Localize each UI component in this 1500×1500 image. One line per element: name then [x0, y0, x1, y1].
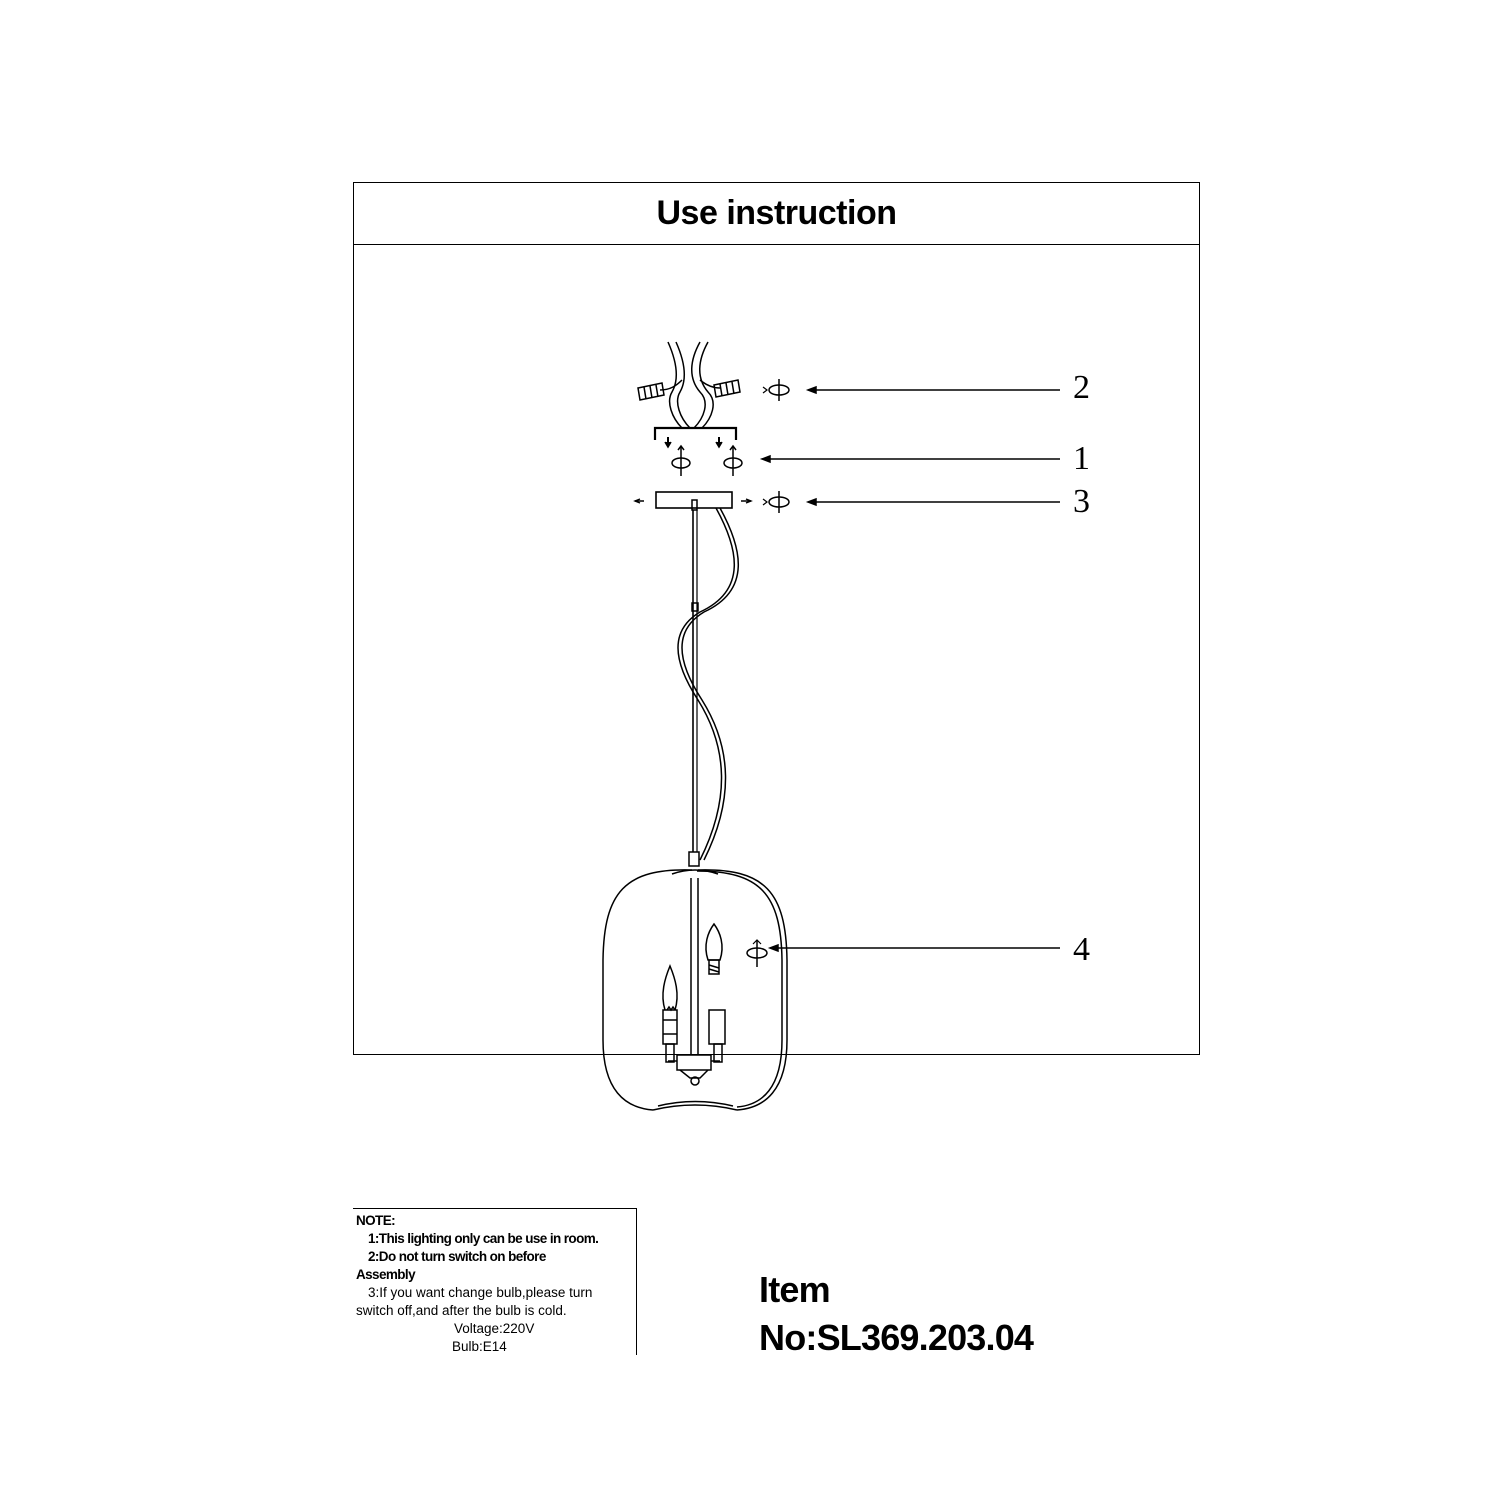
callout-1: 1 [1073, 440, 1090, 477]
note-line-2b: Assembly [356, 1267, 416, 1282]
bulb-spec: Bulb:E14 [452, 1339, 507, 1354]
item-code: No:SL369.203.04 [759, 1317, 1034, 1358]
bulb-fixture [662, 878, 768, 1086]
wire-connector-right [713, 379, 741, 398]
callout-2: 2 [1073, 369, 1090, 406]
canopy [633, 491, 790, 513]
note-box: NOTE: 1:This lighting only can be use in… [353, 1208, 637, 1355]
item-number: Item No:SL369.203.04 [759, 1266, 1034, 1362]
callout-4: 4 [1073, 931, 1090, 968]
callout-labels: 2 1 3 4 [1073, 369, 1090, 968]
note-line-3a: 3:If you want change bulb,please turn [368, 1285, 593, 1300]
suspension-cable [677, 507, 739, 861]
page-title: Use instruction [656, 194, 897, 232]
note-line-2a: 2:Do not turn switch on before [368, 1249, 546, 1264]
title-bar: Use instruction [354, 183, 1199, 245]
glass-shade [602, 851, 788, 1111]
note-line-3b: switch off,and after the bulb is cold. [356, 1303, 567, 1318]
item-label: Item [759, 1269, 831, 1310]
wire-connector-left [637, 382, 665, 401]
callout-3: 3 [1073, 483, 1090, 520]
ceiling-wires [659, 341, 721, 429]
note-heading: NOTE: [356, 1213, 396, 1228]
rotate-icon [762, 379, 790, 401]
mounting-bracket [653, 426, 743, 476]
note-line-1: 1:This lighting only can be use in room. [368, 1231, 599, 1246]
callout-leaders [759, 385, 1060, 953]
instruction-sheet: Use instruction [353, 182, 1200, 1055]
voltage-spec: Voltage:220V [454, 1321, 535, 1336]
